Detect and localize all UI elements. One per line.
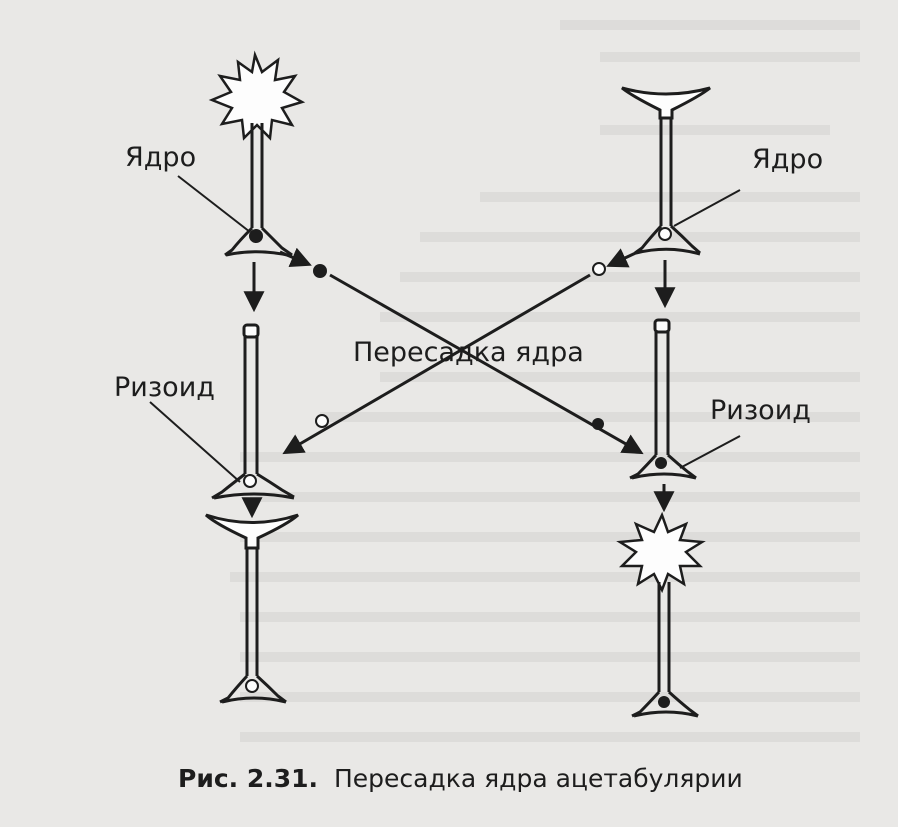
figure-caption: Рис. 2.31. Пересадка ядра ацетабулярии — [178, 764, 743, 793]
nucleus-dark-transplant — [313, 264, 327, 278]
nucleus-light-transplant — [592, 262, 606, 276]
nucleus-light — [658, 227, 672, 241]
cell-left-top — [208, 50, 306, 258]
star-cap-icon — [616, 511, 706, 594]
vertical-arrows — [241, 260, 676, 519]
label-rhizoid-right: Ризоид — [710, 395, 811, 426]
cell-right-bottom — [616, 511, 706, 718]
label-nucleus-right: Ядро — [752, 144, 823, 175]
nucleus-dark-transplant — [592, 418, 604, 430]
nucleus-light — [245, 679, 259, 693]
nucleus-dark — [249, 229, 263, 243]
background-bleed-text — [230, 20, 860, 742]
transplanted-nuclei — [313, 262, 606, 430]
label-transplant: Пересадка ядра — [353, 337, 584, 368]
nucleus-light — [243, 474, 257, 488]
nucleus-dark — [655, 457, 667, 469]
cell-left-middle — [211, 323, 295, 500]
label-pointers — [149, 175, 741, 483]
nucleus-dark — [658, 696, 670, 708]
label-nucleus-left: Ядро — [125, 142, 196, 173]
nucleus-light-transplant — [315, 414, 329, 428]
transplant-cross — [279, 247, 644, 455]
cell-left-bottom — [204, 513, 300, 704]
label-rhizoid-left: Ризоид — [114, 372, 215, 403]
cup-cap-icon — [204, 513, 300, 550]
cup-cap-icon — [621, 86, 711, 120]
cell-right-middle — [629, 318, 697, 480]
caption-title: Пересадка ядра ацетабулярии — [334, 764, 743, 793]
caption-number: Рис. 2.31. — [178, 764, 318, 793]
star-cap-icon — [208, 50, 306, 141]
cell-right-top — [621, 86, 711, 256]
